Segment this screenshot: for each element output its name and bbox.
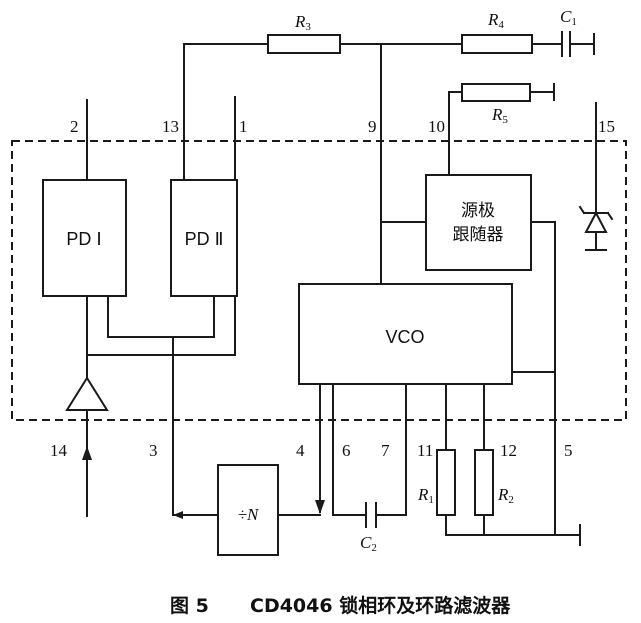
resistor-r3 (267, 34, 341, 54)
pin-5-label: 5 (564, 441, 573, 460)
follower-label-1: 源极 (461, 201, 495, 221)
pd-wiring (86, 96, 236, 519)
divider-block (217, 464, 279, 556)
pd2-label: PD Ⅱ (185, 229, 224, 249)
pd1-label: PD Ⅰ (66, 229, 101, 249)
zener-diode-pin15 (578, 102, 614, 251)
pin-3-label: 3 (149, 441, 158, 460)
resistor-r2 (474, 449, 494, 516)
follower-label-2: 跟随器 (453, 225, 504, 245)
pin-6-label: 6 (342, 441, 351, 460)
pin-14-label: 14 (50, 441, 68, 460)
source-follower-block (425, 174, 532, 271)
capacitor-c2 (365, 502, 377, 528)
pin-4-label: 4 (296, 441, 305, 460)
capacitor-c1 (561, 31, 595, 57)
pin-10-label: 10 (428, 117, 445, 136)
resistor-r1 (436, 449, 456, 516)
label-r2: R2 (497, 485, 514, 506)
input-amplifier (65, 376, 109, 517)
resistor-r5 (461, 83, 531, 102)
pin-15-label: 15 (598, 117, 615, 136)
resistor-r4 (461, 34, 533, 54)
figure-number: 图 5 (170, 595, 209, 617)
label-r1: R1 (417, 485, 434, 506)
pin-1-label: 1 (239, 117, 248, 136)
pin-9-label: 9 (368, 117, 377, 136)
figure-caption: CD4046 锁相环及环路滤波器 (250, 594, 511, 617)
divider-label: ÷N (238, 505, 260, 524)
pd1-block (42, 179, 127, 297)
pin-12-label: 12 (500, 441, 517, 460)
vco-block (298, 283, 513, 385)
pin-2-label: 2 (70, 117, 79, 136)
pin-11-label: 11 (417, 441, 433, 460)
label-r3: R3 (294, 12, 311, 33)
pin-7-label: 7 (381, 441, 390, 460)
pd2-block (170, 179, 238, 297)
pin-13-label: 13 (162, 117, 179, 136)
label-c1: C1 (560, 7, 577, 28)
label-r4: R4 (487, 10, 504, 31)
label-r5: R5 (491, 105, 508, 126)
r5-wiring (448, 83, 555, 176)
vco-bottom-wiring (277, 221, 581, 546)
label-c2: C2 (360, 533, 377, 554)
top-wiring (183, 43, 561, 285)
vco-label: VCO (385, 327, 424, 347)
